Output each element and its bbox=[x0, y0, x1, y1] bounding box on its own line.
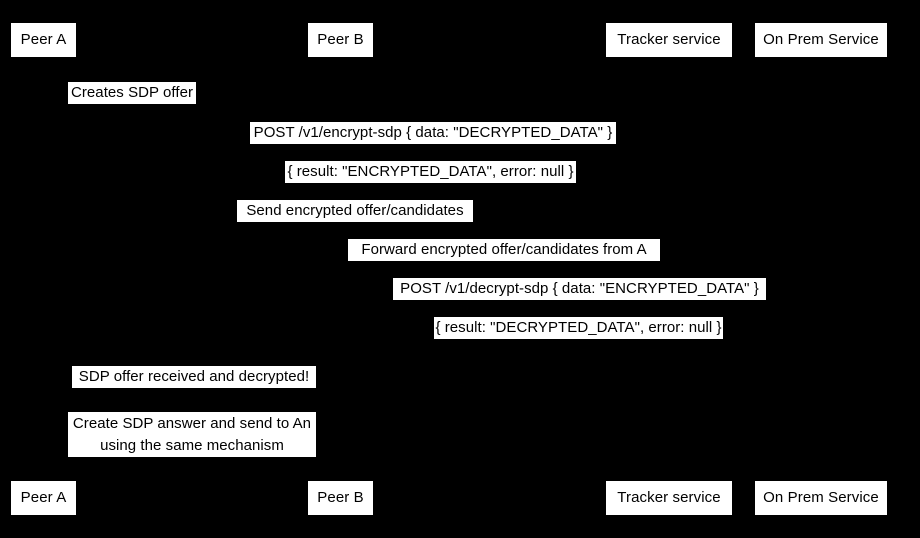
message-label-post-encrypt-sdp: POST /v1/encrypt-sdp { data: "DECRYPTED_… bbox=[250, 122, 616, 144]
arrow-m7 bbox=[340, 340, 821, 341]
lifeline-tracker-service bbox=[668, 58, 669, 480]
message-label-post-decrypt-sdp: POST /v1/decrypt-sdp { data: "ENCRYPTED_… bbox=[393, 278, 766, 300]
participant-label: Tracker service bbox=[617, 30, 721, 48]
participant-label: Peer A bbox=[20, 30, 67, 48]
participant-label: On Prem Service bbox=[763, 488, 879, 506]
arrow-m4 bbox=[43, 223, 668, 224]
lifeline-peer-b bbox=[340, 58, 341, 480]
participant-label: Peer B bbox=[317, 488, 364, 506]
lifeline-on-prem-service bbox=[821, 58, 822, 480]
message-label-decrypt-sdp-result: { result: "DECRYPTED_DATA", error: null … bbox=[434, 317, 723, 339]
arrow-m6 bbox=[340, 301, 821, 302]
lifeline-peer-a bbox=[43, 58, 44, 480]
participant-tracker-service-bottom[interactable]: Tracker service bbox=[605, 480, 733, 516]
participant-label: Peer B bbox=[317, 30, 364, 48]
message-label-send-encrypted-offer: Send encrypted offer/candidates bbox=[237, 200, 473, 222]
message-label-forward-encrypted-offer: Forward encrypted offer/candidates from … bbox=[348, 239, 660, 261]
participant-tracker-service-top[interactable]: Tracker service bbox=[605, 22, 733, 58]
arrow-m3 bbox=[43, 184, 821, 185]
message-label-line-1: Create SDP answer and send to An bbox=[72, 415, 312, 432]
participant-on-prem-service-bottom[interactable]: On Prem Service bbox=[754, 480, 888, 516]
participant-label: On Prem Service bbox=[763, 30, 879, 48]
participant-on-prem-service-top[interactable]: On Prem Service bbox=[754, 22, 888, 58]
participant-peer-b-top[interactable]: Peer B bbox=[307, 22, 374, 58]
participant-peer-a-top[interactable]: Peer A bbox=[10, 22, 77, 58]
arrow-m5 bbox=[340, 262, 668, 263]
message-label-line-2: using the same mechanism bbox=[100, 437, 284, 454]
participant-label: Tracker service bbox=[617, 488, 721, 506]
participant-peer-a-bottom[interactable]: Peer A bbox=[10, 480, 77, 516]
message-label-create-sdp-answer: Create SDP answer and send to An using t… bbox=[68, 412, 316, 457]
arrow-m2 bbox=[43, 145, 821, 146]
participant-label: Peer A bbox=[20, 488, 67, 506]
participant-peer-b-bottom[interactable]: Peer B bbox=[307, 480, 374, 516]
message-label-creates-sdp-offer: Creates SDP offer bbox=[68, 82, 196, 104]
message-label-sdp-offer-received: SDP offer received and decrypted! bbox=[72, 366, 316, 388]
message-label-encrypt-sdp-result: { result: "ENCRYPTED_DATA", error: null … bbox=[285, 161, 576, 183]
